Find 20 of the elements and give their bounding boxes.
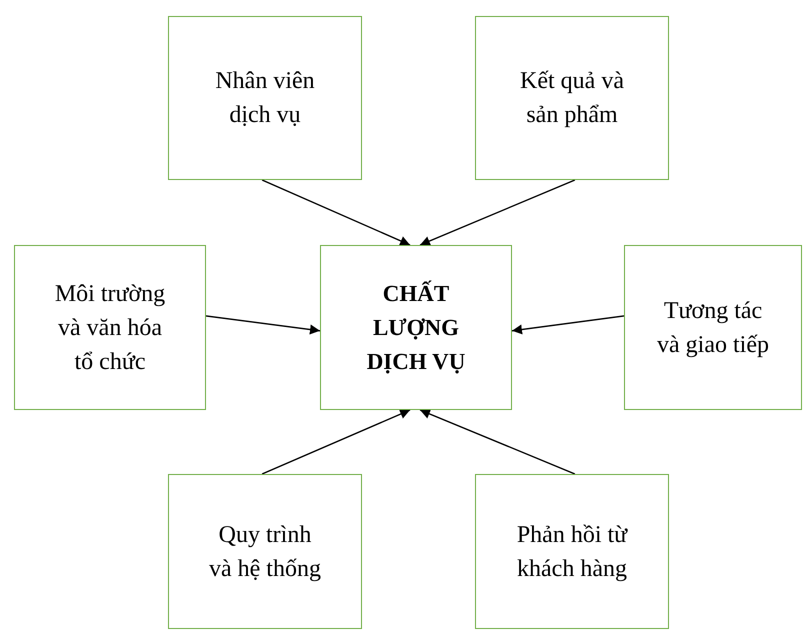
arrow (420, 409, 576, 475)
box-label: Phản hồi từ khách hàng (516, 520, 629, 584)
arrow (420, 179, 576, 246)
box-label: Quy trình và hệ thống (208, 520, 322, 584)
arrow (512, 315, 624, 334)
factor-box (14, 245, 206, 410)
box-label: Môi trường và văn hóa tổ chức (54, 280, 166, 376)
factor-box (168, 16, 362, 180)
box-label: Nhân viên dịch vụ (214, 67, 316, 130)
factor-box (475, 474, 669, 629)
arrow (206, 315, 320, 334)
factor-box (168, 474, 362, 629)
arrow (262, 409, 410, 475)
box-label: Kết quả và sản phẩm (519, 67, 625, 130)
factor-box (475, 16, 669, 180)
box-label: Tương tác và giao tiếp (656, 296, 770, 360)
factor-box (624, 245, 802, 410)
arrow (262, 179, 410, 246)
central-box (320, 245, 512, 410)
box-label: CHẤT LƯỢNG DỊCH VỤ (366, 280, 466, 376)
